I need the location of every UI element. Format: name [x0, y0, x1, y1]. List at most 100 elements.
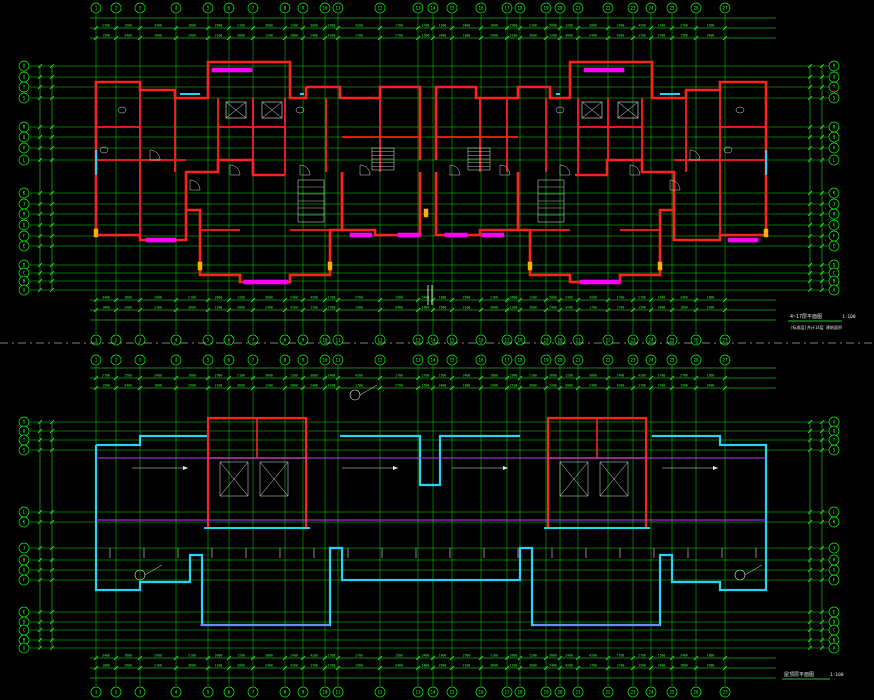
dimension-tick: [557, 665, 563, 671]
vertical-dimension-tick: [807, 627, 813, 633]
dimension-tick: [575, 307, 581, 313]
dimension-text: 2100: [237, 374, 245, 378]
dimension-text: 2100: [188, 296, 196, 300]
vertical-dimension-tick: [49, 609, 55, 615]
axis-bubble-row: [18, 81, 30, 93]
door-swing: [229, 164, 241, 176]
axis-bubble-text: T: [23, 85, 26, 90]
axis-bubble-col: [297, 334, 309, 346]
dimension-text: 1500: [422, 34, 430, 38]
dimension-text: 2900: [188, 384, 196, 388]
vertical-dimension-tick: [37, 145, 43, 151]
dimension-tick: [226, 35, 232, 41]
dimension-tick: [478, 385, 484, 391]
dimension-tick: [449, 307, 455, 313]
axis-bubble-col: [540, 686, 552, 698]
dimension-text: 4200: [617, 34, 625, 38]
dimension-tick: [137, 25, 143, 31]
callout-leader: [359, 384, 378, 396]
wall-segment: [94, 60, 308, 235]
dimension-text: 1800: [422, 664, 430, 668]
axis-bubble-text: 21: [575, 358, 581, 363]
dimension-tick: [322, 385, 328, 391]
lower-plan-scale: 1:100: [830, 672, 844, 678]
dimension-tick: [517, 375, 523, 381]
dimension-tick: [300, 307, 306, 313]
axis-bubble-text: 16: [478, 690, 484, 695]
vertical-dimension-tick: [49, 567, 55, 573]
dimension-text: 2700: [102, 374, 110, 378]
axis-bubble-text: R: [23, 125, 26, 130]
dimension-text: 2100: [154, 306, 162, 310]
dimension-tick: [669, 25, 675, 31]
axis-bubble-text: 7: [252, 358, 255, 363]
vertical-dimension-tick: [819, 74, 825, 80]
dimension-tick: [543, 665, 549, 671]
vertical-dimension-tick: [807, 63, 813, 69]
axis-bubble-text: V: [833, 420, 836, 425]
dimension-tick: [93, 35, 99, 41]
dimension-tick: [250, 307, 256, 313]
dimension-text: 3400: [658, 664, 666, 668]
axis-bubble-text: H: [833, 212, 836, 217]
dimension-text: 1800: [680, 664, 688, 668]
axis-bubble-row: [18, 142, 30, 154]
sanitary-fixture: [99, 146, 109, 154]
axis-bubble-col: [134, 334, 146, 346]
vertical-dimension-tick: [819, 619, 825, 625]
vertical-dimension-tick: [37, 545, 43, 551]
vertical-dimension-tick: [807, 637, 813, 643]
dimension-tick: [449, 385, 455, 391]
dimension-tick: [517, 307, 523, 313]
dimension-text: 1800: [102, 664, 110, 668]
dimension-tick: [478, 25, 484, 31]
axis-bubble-col: [374, 686, 386, 698]
vertical-dimension-tick: [807, 124, 813, 130]
axis-bubble-row: [828, 444, 840, 456]
dimension-tick: [430, 385, 436, 391]
axis-bubble-text: 4: [175, 690, 178, 695]
dimension-text: 2100: [529, 374, 537, 378]
dimension-text: 1800: [707, 654, 715, 658]
axis-bubble-text: 22: [605, 690, 611, 695]
dimension-tick: [648, 35, 654, 41]
dimension-text: 2700: [355, 654, 363, 658]
dimension-tick: [605, 385, 611, 391]
axis-bubble-text: 3: [139, 6, 142, 11]
axis-bubble-text: 19: [543, 690, 549, 695]
dimension-tick: [648, 665, 654, 671]
dimension-tick: [173, 297, 179, 303]
axis-bubble-col: [602, 2, 614, 14]
structural-column: [327, 261, 333, 271]
structural-column: [197, 261, 203, 271]
axis-bubble-text: 5: [207, 6, 210, 11]
door-swing: [669, 179, 681, 191]
axis-bubble-text: 24: [648, 358, 654, 363]
door-swing: [299, 164, 311, 176]
dimension-tick: [517, 25, 523, 31]
vertical-dimension-tick: [807, 447, 813, 453]
axis-bubble-text: 14: [430, 6, 436, 11]
elevator-shaft: [261, 101, 283, 119]
dimension-tick: [669, 665, 675, 671]
dimension-tick: [205, 655, 211, 661]
dimension-tick: [322, 375, 328, 381]
door-swing: [359, 164, 371, 176]
vertical-dimension-tick: [819, 211, 825, 217]
axis-bubble-col: [134, 354, 146, 366]
dimension-tick: [113, 35, 119, 41]
dimension-text: 1700: [658, 374, 666, 378]
axis-bubble-text: D: [833, 263, 836, 268]
dimension-tick: [300, 375, 306, 381]
axis-bubble-col: [110, 334, 122, 346]
axis-bubble-col: [666, 2, 678, 14]
structural-column: [423, 208, 429, 218]
axis-bubble-col: [690, 354, 702, 366]
vertical-dimension-tick: [49, 619, 55, 625]
axis-bubble-text: 27: [722, 338, 728, 343]
dimension-tick: [205, 375, 211, 381]
axis-bubble-text: 25: [669, 6, 675, 11]
axis-bubble-col: [202, 334, 214, 346]
dimension-text: 1800: [490, 374, 498, 378]
dimension-tick: [543, 375, 549, 381]
